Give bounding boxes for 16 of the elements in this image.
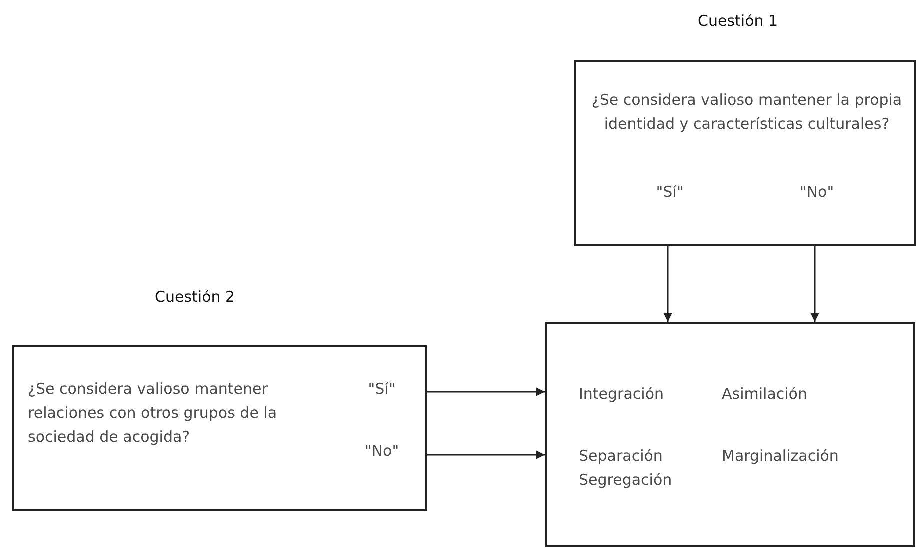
arrow <box>427 450 545 460</box>
outcome-text: Asimilación <box>722 384 808 405</box>
answer-text: "No" <box>364 441 400 462</box>
arrow <box>664 246 672 322</box>
outcome-text: Integración <box>579 384 666 405</box>
answer-text: "No" <box>798 182 836 203</box>
outcome-text: Separación Segregación <box>579 446 674 491</box>
answer-text: "Sí" <box>655 182 685 203</box>
question-text: ¿Se considera valioso mantener relaciones con otros grupos de la sociedad de acogida? <box>28 379 278 448</box>
question-heading: Cuestión 1 <box>698 12 778 30</box>
question-heading: Cuestión 2 <box>155 288 236 306</box>
question-text: ¿Se considera valioso mantener la propia identidad y características culturales? <box>590 90 904 135</box>
arrow <box>427 388 545 396</box>
answer-text: "Sí" <box>367 379 397 400</box>
outcome-text: Marginalización <box>722 446 840 467</box>
arrow <box>810 246 820 322</box>
